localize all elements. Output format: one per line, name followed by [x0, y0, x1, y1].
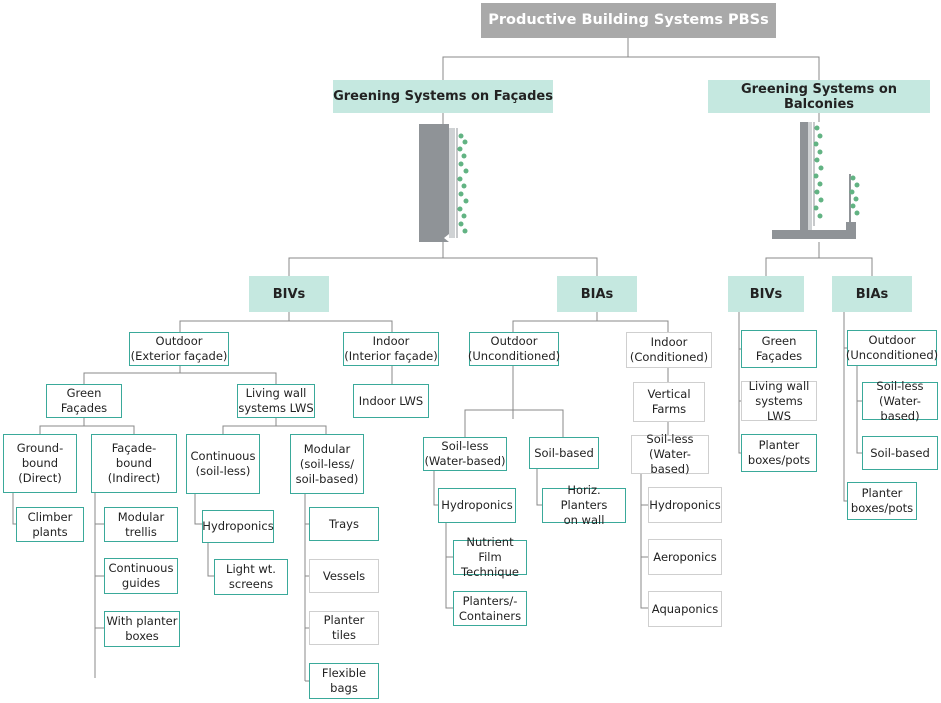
planters-containers-node: Planters/- Containers — [453, 591, 527, 626]
light-wt-screens-node: Light wt. screens — [214, 559, 288, 595]
balcony-outdoor-node: Outdoor (Unconditioned) — [846, 330, 938, 366]
bivs-outdoor-node: Outdoor (Exterior façade) — [129, 332, 229, 366]
with-planter-boxes-node: With planter boxes — [104, 611, 180, 647]
balcony-soil-based-node: Soil-based — [862, 436, 938, 470]
modular-trellis-node: Modular trellis — [104, 507, 178, 542]
bias-soil-based-node: Soil-based — [529, 437, 599, 469]
balcony-soil-less-node: Soil-less (Water-based) — [862, 379, 938, 423]
ground-bound-node: Ground- bound (Direct) — [3, 434, 77, 493]
vertical-farms-node: Vertical Farms — [633, 382, 705, 422]
aeroponics-node: Aeroponics — [648, 539, 722, 575]
flexible-bags-node: Flexible bags — [309, 663, 379, 699]
bias-indoor-node: Indoor (Conditioned) — [626, 332, 712, 368]
living-wall-systems-node: Living wall systems LWS — [237, 384, 315, 418]
lws-hydroponics-node: Hydroponics — [202, 510, 274, 543]
indoor-lws-node: Indoor LWS — [353, 384, 429, 418]
balcony-section-illustration — [772, 122, 860, 239]
facades-category-node: Greening Systems on Façades — [333, 80, 553, 113]
balconies-bias-node: BIAs — [832, 276, 912, 312]
nft-node: Nutrient Film Technique — [453, 535, 527, 579]
modular-node: Modular (soil-less/ soil-based) — [290, 434, 364, 494]
aquaponics-node: Aquaponics — [648, 591, 722, 627]
continuous-guides-node: Continuous guides — [104, 558, 178, 594]
horiz-planters-node: Horiz. Planters on wall — [542, 483, 626, 527]
trays-node: Trays — [309, 507, 379, 541]
root-node: Productive Building Systems PBSs — [481, 3, 776, 38]
indoor-hydroponics-node: Hydroponics — [648, 487, 722, 523]
climber-plants-node: Climber plants — [16, 507, 84, 542]
indoor-soil-less-node: Soil-less (Water-based) — [631, 432, 709, 476]
balcony-green-facades-node: Green Façades — [741, 330, 817, 368]
balcony-planter-boxes-node: Planter boxes/pots — [741, 434, 817, 472]
facade-section-illustration — [419, 124, 469, 242]
continuous-node: Continuous (soil-less) — [186, 434, 260, 494]
bias-soil-less-node: Soil-less (Water-based) — [423, 437, 507, 471]
bias-outdoor-node: Outdoor (Unconditioned) — [468, 332, 560, 366]
facade-bound-node: Façade- bound (Indirect) — [91, 434, 177, 493]
balconies-bivs-node: BIVs — [728, 276, 804, 312]
balcony-planter-boxes-pots-node: Planter boxes/pots — [847, 482, 917, 520]
planter-tiles-node: Planter tiles — [309, 611, 379, 645]
green-facades-node: Green Façades — [46, 384, 122, 418]
bivs-indoor-node: Indoor (Interior façade) — [343, 332, 439, 366]
bias-hydroponics-node: Hydroponics — [438, 488, 516, 523]
balconies-category-node: Greening Systems on Balconies — [708, 80, 930, 113]
vessels-node: Vessels — [309, 559, 379, 593]
facades-bivs-node: BIVs — [249, 276, 329, 312]
facades-bias-node: BIAs — [557, 276, 637, 312]
balcony-living-wall-node: Living wall systems LWS — [741, 379, 817, 423]
